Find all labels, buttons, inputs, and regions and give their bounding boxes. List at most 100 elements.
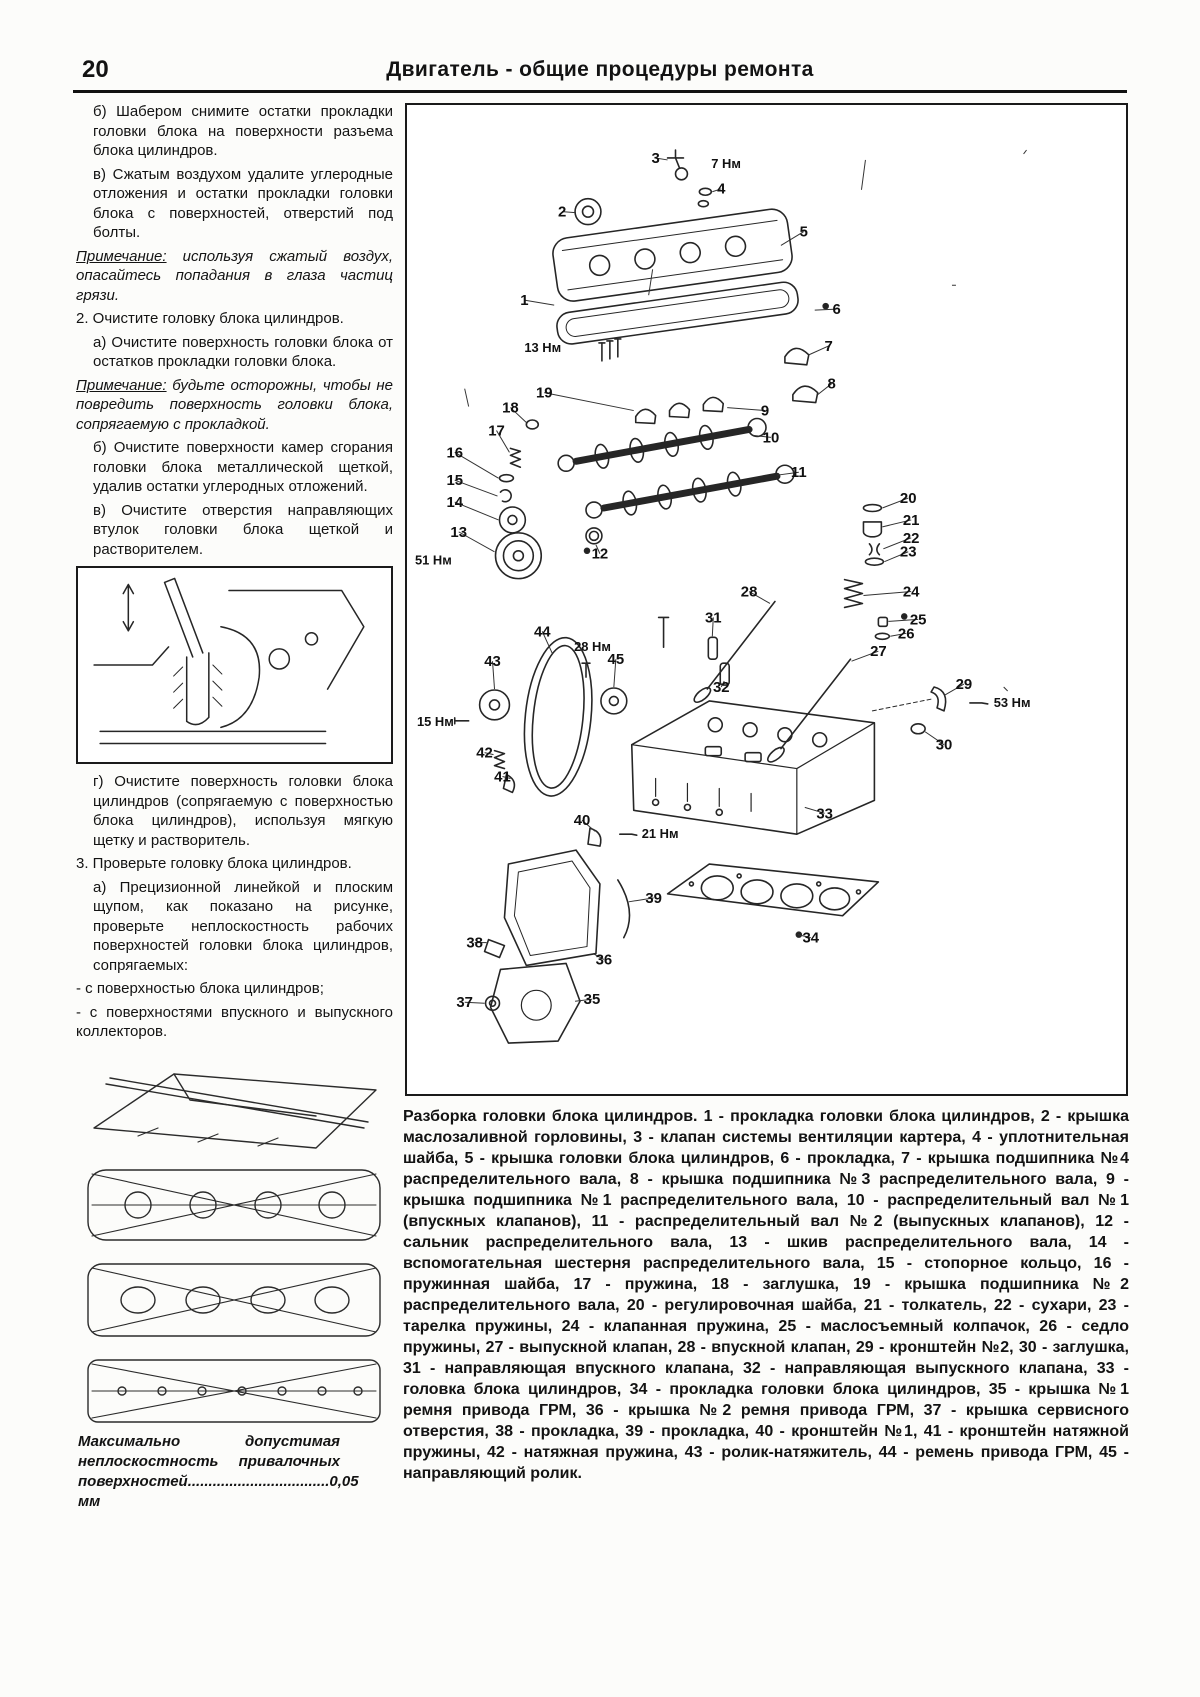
part-number-label: 6 <box>832 302 840 318</box>
bolt <box>453 717 470 725</box>
part-number-label: 18 <box>502 401 519 417</box>
cam-pulley-13 <box>494 532 543 580</box>
step-text: в) Сжатым воздухом удалите углеродные от… <box>93 165 393 242</box>
part-number-label: 17 <box>488 423 505 439</box>
spring-17 <box>509 447 522 469</box>
plug-30 <box>910 723 926 735</box>
part-number-label: 33 <box>816 806 833 822</box>
pcv-valve <box>666 149 689 181</box>
exhaust-valve-27 <box>767 658 852 763</box>
intake-valve-28 <box>693 600 776 704</box>
sub-gear-14 <box>498 506 527 534</box>
part-number-label: 30 <box>936 738 953 754</box>
adjust-shim-20 <box>862 503 883 513</box>
part-number-label: 32 <box>713 680 730 696</box>
part-number-label: 37 <box>456 995 473 1011</box>
retainer-23 <box>864 557 885 566</box>
torque-label: 13 Нм <box>524 340 561 355</box>
part-number-label: 7 <box>825 339 833 355</box>
bracket-38 <box>483 938 506 959</box>
spec-label: Максимально допустимая неплоскостность п… <box>78 1433 340 1490</box>
part-number-label: 42 <box>476 746 493 762</box>
part-number-label: 11 <box>791 465 807 481</box>
tensioner-pulley <box>478 689 511 721</box>
bolt <box>619 833 638 836</box>
diagram-callouts: 1234567891011121314151617181920212223242… <box>415 149 1031 1011</box>
seal-cap-25 <box>877 616 889 628</box>
valve-cover <box>552 208 793 302</box>
part-number-label: 15 <box>446 473 463 489</box>
part-number-label: 21 <box>903 513 920 529</box>
bearing-cap <box>668 402 691 419</box>
part-number-label: 13 <box>450 525 467 541</box>
note: Примечание: используя сжатый воздух, опа… <box>76 247 393 306</box>
keepers-22 <box>868 543 881 556</box>
plug-18 <box>525 419 540 430</box>
bolt <box>657 616 670 649</box>
bracket-2-29 <box>930 686 947 712</box>
part-number-label: 2 <box>558 205 566 221</box>
bearing-cap <box>702 396 725 413</box>
part-number-label: 24 <box>903 585 920 601</box>
idler-pulley <box>600 687 628 715</box>
part-number-label: 29 <box>956 677 973 693</box>
part-number-label: 10 <box>763 430 780 446</box>
figure-scraper-svg <box>93 577 365 745</box>
spec-note: Максимально допустимая неплоскостность п… <box>78 1432 359 1512</box>
torque-label: 53 Нм <box>994 695 1031 710</box>
header-rule <box>73 90 1127 93</box>
bullet-text: - с поверхностью блока цилиндров; <box>76 980 324 997</box>
part-number-label: 20 <box>900 491 917 507</box>
step-text: б) Очистите поверхности камер сгорания г… <box>93 439 393 495</box>
part-number-label: 43 <box>484 654 501 670</box>
part-number-label: 41 <box>494 769 511 785</box>
bolt <box>581 662 591 678</box>
head-gasket <box>666 863 880 917</box>
part-number-label: 23 <box>900 545 917 561</box>
spec-dots: .................................. <box>187 1473 330 1490</box>
tension-spring-42 <box>493 749 506 770</box>
belt-cover-2 <box>503 849 601 967</box>
figure-caption: Разборка головки блока цилиндров. 1 - пр… <box>403 1108 1129 1482</box>
cover-gasket <box>556 281 799 345</box>
timing-belt <box>523 636 593 797</box>
page-number: 20 <box>82 56 109 83</box>
snap-ring-15 <box>499 488 512 503</box>
part-number-label: 14 <box>446 495 463 511</box>
valve-guide-exhaust <box>719 662 731 686</box>
part-number-label: 5 <box>800 225 808 241</box>
part-number-label: 35 <box>584 992 601 1008</box>
part-number-label: 22 <box>903 531 920 547</box>
part-number-label: 9 <box>761 404 769 420</box>
note-label: Примечание: <box>76 247 167 265</box>
step-text: г) Очистите поверхность головки блока ци… <box>93 773 393 849</box>
bearing-cap-4 <box>784 347 810 366</box>
service-plug-37 <box>484 995 501 1012</box>
note: Примечание: будьте осторожны, чтобы не п… <box>76 376 393 435</box>
studs <box>598 338 622 362</box>
part-number-label: 4 <box>717 182 726 198</box>
torque-label: 7 Нм <box>711 156 741 171</box>
part-number-label: 3 <box>651 151 659 167</box>
torque-label: 51 Нм <box>415 553 452 568</box>
torque-label: 28 Нм <box>574 639 611 654</box>
part-number-label: 45 <box>608 652 625 668</box>
gasket-39 <box>617 879 631 939</box>
oil-filler-cap <box>574 197 602 226</box>
bearing-cap <box>634 408 657 425</box>
wave-washer-16 <box>498 473 515 483</box>
figure-head-check-svg <box>87 1072 381 1423</box>
left-column: б) Шабером снимите остатки прокладки гол… <box>76 102 393 1435</box>
bullet-text: - с поверхностями впускного и выпускного… <box>76 1003 393 1041</box>
belt-cover-1 <box>489 962 581 1044</box>
exploded-diagram-svg: 1234567891011121314151617181920212223242… <box>415 149 1031 1044</box>
step-text: 3. Проверьте головку блока цилиндров. <box>76 855 352 872</box>
part-number-label: 44 <box>534 624 551 640</box>
step-text: 2. Очистите головку блока цилиндров. <box>76 310 344 327</box>
step-text: б) Шабером снимите остатки прокладки гол… <box>93 103 393 159</box>
part-number-label: 19 <box>536 386 553 402</box>
valve-guide-intake <box>707 636 719 660</box>
bracket-41 <box>502 773 516 794</box>
bearing-cap-3 <box>792 385 819 404</box>
torque-label: 21 Нм <box>642 826 679 841</box>
